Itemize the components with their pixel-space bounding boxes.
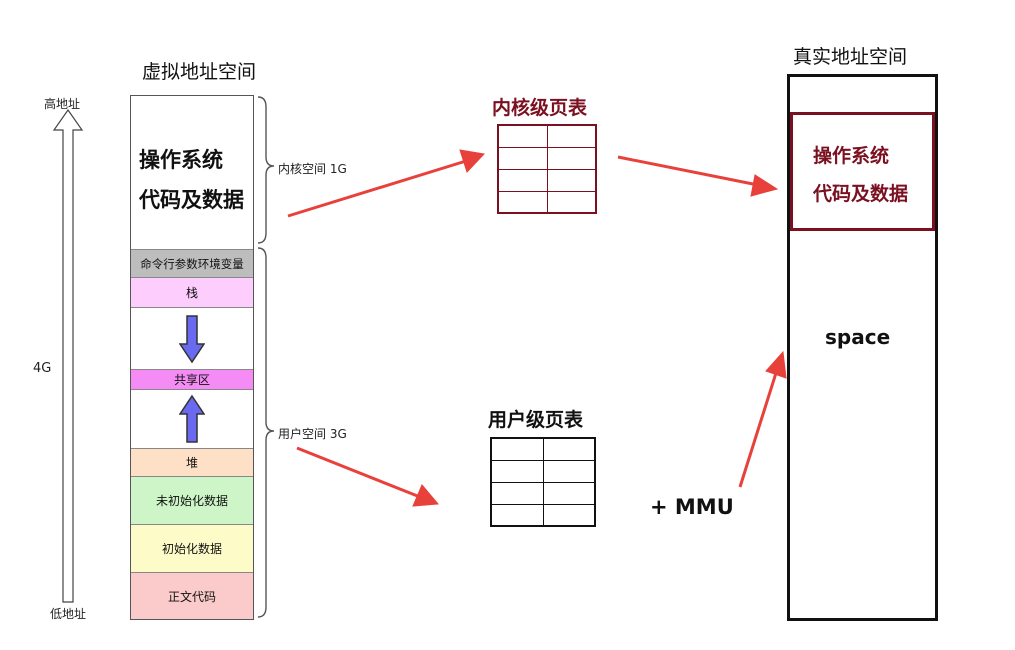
segment-shared-label: 共享区	[173, 373, 210, 387]
physical-os-label: 操作系统 代码及数据	[813, 137, 908, 213]
physical-address-column: 操作系统 代码及数据 space	[787, 74, 938, 621]
kernel-brace-icon	[257, 96, 275, 244]
virtual-address-column: 操作系统 代码及数据 命令行参数环境变量 栈 共享区 堆 未初始化数据 初始化数…	[130, 95, 254, 620]
segment-stack-label: 栈	[185, 286, 198, 300]
physical-os-region: 操作系统 代码及数据	[790, 112, 935, 231]
user-space-label: 用户空间 3G	[278, 427, 347, 441]
low-address-label: 低地址	[50, 607, 87, 621]
braces	[257, 96, 275, 618]
heap-up-arrow-icon	[179, 394, 205, 443]
segment-text-label: 正文代码	[167, 589, 216, 604]
virtual-space-title: 虚拟地址空间	[142, 61, 257, 83]
segment-env-label: 命令行参数环境变量	[140, 256, 244, 271]
mmu-label: + MMU	[650, 495, 734, 519]
segment-env: 命令行参数环境变量	[131, 249, 253, 277]
kernel-page-table	[497, 124, 597, 214]
kernel-label-line2: 代码及数据	[139, 188, 244, 212]
segment-heap: 堆	[131, 448, 253, 476]
high-address-label: 高地址	[44, 97, 81, 111]
segment-heap-label: 堆	[185, 456, 198, 470]
segment-stack: 栈	[131, 277, 253, 307]
physical-space-title: 真实地址空间	[793, 46, 908, 68]
kernel-page-table-title: 内核级页表	[492, 97, 588, 119]
physical-os-line1: 操作系统	[813, 145, 890, 167]
stack-down-arrow-icon	[179, 314, 205, 363]
user-page-table	[490, 437, 596, 527]
user-page-table-title: 用户级页表	[488, 409, 584, 431]
kernel-region-label: 操作系统 代码及数据	[139, 140, 244, 220]
segment-data: 初始化数据	[131, 524, 253, 572]
gap-shared-heap	[131, 389, 253, 448]
gap-stack-shared	[131, 307, 253, 369]
size-4g-label: 4G	[33, 361, 52, 376]
arrow-user-to-user-pt-icon	[296, 446, 440, 507]
segment-bss-label: 未初始化数据	[155, 494, 228, 508]
physical-space-label: space	[825, 325, 891, 349]
segment-data-label: 初始化数据	[161, 542, 222, 556]
segment-text: 正文代码	[131, 572, 253, 619]
arrow-kernel-to-kernel-pt-icon	[287, 149, 486, 218]
arrow-mmu-to-physical-icon	[738, 350, 787, 488]
physical-os-line2: 代码及数据	[813, 183, 909, 205]
address-up-arrow-icon	[52, 108, 84, 603]
arrow-kernel-pt-to-physical-icon	[617, 155, 779, 197]
user-brace-icon	[257, 247, 275, 618]
kernel-label-line1: 操作系统	[139, 148, 223, 172]
kernel-space-label: 内核空间 1G	[278, 162, 347, 176]
segment-shared: 共享区	[131, 369, 253, 389]
segment-bss: 未初始化数据	[131, 476, 253, 524]
